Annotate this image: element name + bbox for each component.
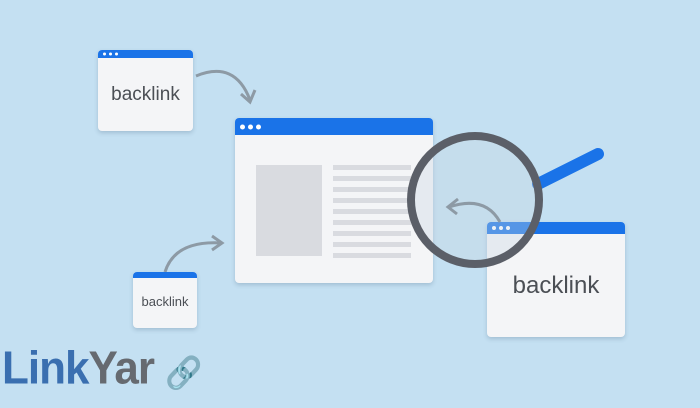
arrow-into-lens xyxy=(448,201,502,223)
backlink-window-right: backlink xyxy=(487,222,625,337)
backlink-label: backlink xyxy=(141,294,189,309)
main-page-window xyxy=(235,118,433,283)
backlink-window-top-left: backlink xyxy=(98,50,193,131)
image-placeholder xyxy=(256,165,322,256)
text-lines xyxy=(333,165,411,258)
backlink-window-bottom-left: backlink xyxy=(133,272,197,328)
linkyar-logo: LinkYar 🔗 xyxy=(2,342,203,395)
chain-link-icon: 🔗 xyxy=(165,356,202,392)
backlink-label: backlink xyxy=(111,84,180,105)
arrow-bottom-left xyxy=(163,241,223,273)
window-dots-icon xyxy=(240,124,261,129)
arrow-top-left xyxy=(195,70,252,101)
backlink-label: backlink xyxy=(512,272,600,299)
